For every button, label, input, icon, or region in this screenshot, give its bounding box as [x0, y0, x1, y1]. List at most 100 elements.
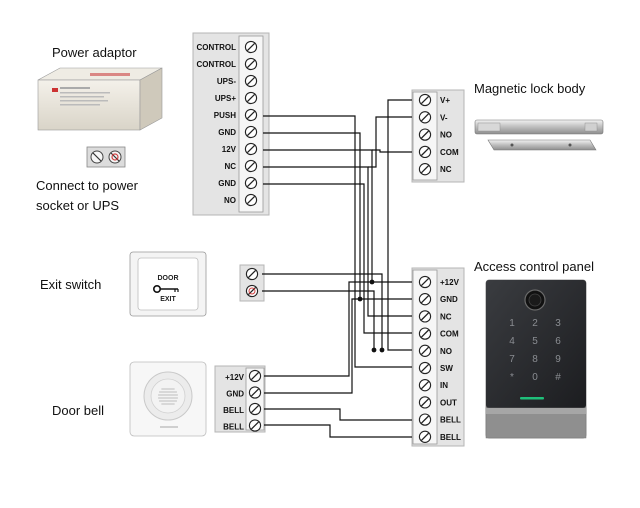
power-terminal-label: 12V [222, 145, 237, 154]
terminal-screw-icon [418, 361, 432, 375]
wires [262, 99, 412, 438]
wire-bell-gnd [264, 298, 360, 394]
panel-terminal-label: COM [440, 330, 459, 339]
keypad-key: 1 [509, 318, 515, 329]
door-bell-image [129, 361, 207, 437]
wire-exit-a [262, 273, 383, 350]
wire-push-sw [263, 115, 412, 368]
exit-switch-label: Exit switch [40, 277, 102, 292]
door-bell-label: Door bell [52, 403, 105, 418]
power-terminal-label: CONTROL [196, 43, 236, 52]
lock-terminal-label: NC [440, 165, 452, 174]
wire-bell-2 [264, 424, 412, 438]
terminal-screw-icon [418, 396, 432, 409]
terminal-screw-icon [418, 379, 432, 392]
wire-junctions [357, 279, 385, 353]
connect-power-label-line2: socket or UPS [36, 198, 120, 213]
wire-bell-1 [264, 408, 412, 421]
panel-terminal-label: NC [440, 312, 452, 321]
wire-nc-lock-v-minus [368, 116, 412, 168]
panel-terminal-label: +12V [440, 278, 460, 287]
panel-terminal-label: GND [440, 295, 458, 304]
power-terminal-label: UPS+ [215, 94, 236, 103]
terminal-screw-icon [248, 369, 262, 383]
wire-lock-vplus-no [387, 99, 412, 351]
power-adaptor-label: Power adaptor [52, 45, 137, 60]
keypad-key: 7 [509, 354, 515, 365]
terminal-screw-icon [418, 128, 432, 141]
terminal-screw-icon [418, 293, 432, 306]
keypad-key: 9 [555, 354, 561, 365]
lock-terminal-label: COM [440, 148, 459, 157]
terminal-highlight-icon [248, 287, 256, 295]
lock-terminal-label: NO [440, 131, 452, 140]
terminal-screw-icon [244, 159, 258, 173]
terminal-screw-icon [244, 108, 258, 122]
terminal-screw-icon [248, 402, 262, 416]
lock-terminal-block: V+ V- NO COM NC [411, 89, 465, 183]
bell-terminal-label: GND [226, 390, 244, 399]
power-adaptor-image [37, 67, 163, 131]
terminal-screw-icon [418, 430, 432, 443]
terminal-screw-icon [244, 193, 258, 207]
panel-terminal-label: BELL [440, 416, 461, 425]
terminal-screw-icon [244, 74, 258, 88]
terminal-screw-icon [418, 327, 432, 340]
terminal-screw-icon [245, 284, 259, 298]
terminal-screw-icon [244, 125, 258, 139]
wire-nc-panel [263, 166, 412, 317]
panel-terminal-label: SW [440, 364, 453, 373]
panel-terminal-label: NO [440, 347, 452, 356]
panel-terminal-label: OUT [440, 398, 457, 407]
terminal-screw-icon [248, 386, 262, 399]
keypad-key: 0 [532, 372, 538, 383]
power-terminal-label: NC [224, 162, 236, 171]
terminal-screw-icon [244, 91, 258, 105]
wire-12v-lock-com [372, 149, 412, 153]
keypad-key: 3 [555, 318, 561, 329]
terminal-screw-icon [418, 344, 432, 357]
key-icon [153, 284, 179, 293]
power-terminal-label: CONTROL [196, 60, 236, 69]
bell-terminal-label: BELL [223, 406, 244, 415]
access-control-panel-label: Access control panel [474, 259, 594, 274]
terminal-screw-icon [245, 267, 259, 281]
magnetic-lock-image [474, 119, 604, 151]
magnetic-lock-label: Magnetic lock body [474, 81, 586, 96]
connect-power-label-line1: Connect to power [36, 178, 138, 193]
terminal-screw-icon [244, 176, 258, 190]
terminal-screw-icon [244, 57, 258, 71]
exit-switch-terminal [239, 264, 265, 302]
wire-12v-panel [263, 149, 412, 283]
keypad-key: * [510, 372, 514, 383]
power-terminal-label: UPS- [217, 77, 236, 86]
panel-terminal-label: IN [440, 381, 448, 390]
wire-gnd-com [263, 183, 412, 334]
wire-bell-12v [264, 281, 372, 377]
keypad-key: 8 [532, 354, 538, 365]
terminal-screw-icon [244, 40, 258, 54]
terminal-screw-icon [418, 413, 432, 426]
terminal-screw-icon [418, 310, 432, 323]
exit-button-exit-text: EXIT [160, 296, 176, 303]
terminal-screw-icon [248, 419, 262, 432]
lock-terminal-label: V- [440, 113, 448, 122]
lock-terminal-label: V+ [440, 96, 450, 105]
keypad-key: 2 [532, 318, 538, 329]
terminal-screw-icon [418, 163, 432, 176]
keypad-key: 5 [532, 336, 538, 347]
terminal-screw-icon [418, 275, 432, 289]
power-socket-terminal-image [86, 146, 126, 168]
keypad-key: 6 [555, 336, 561, 347]
keypad-key: 4 [509, 336, 515, 347]
wire-exit-b [262, 290, 375, 350]
power-terminal-label: GND [218, 179, 236, 188]
power-terminal-label: PUSH [214, 111, 236, 120]
bell-terminal-label: +12V [225, 373, 245, 382]
terminal-screw-icon [418, 93, 432, 107]
